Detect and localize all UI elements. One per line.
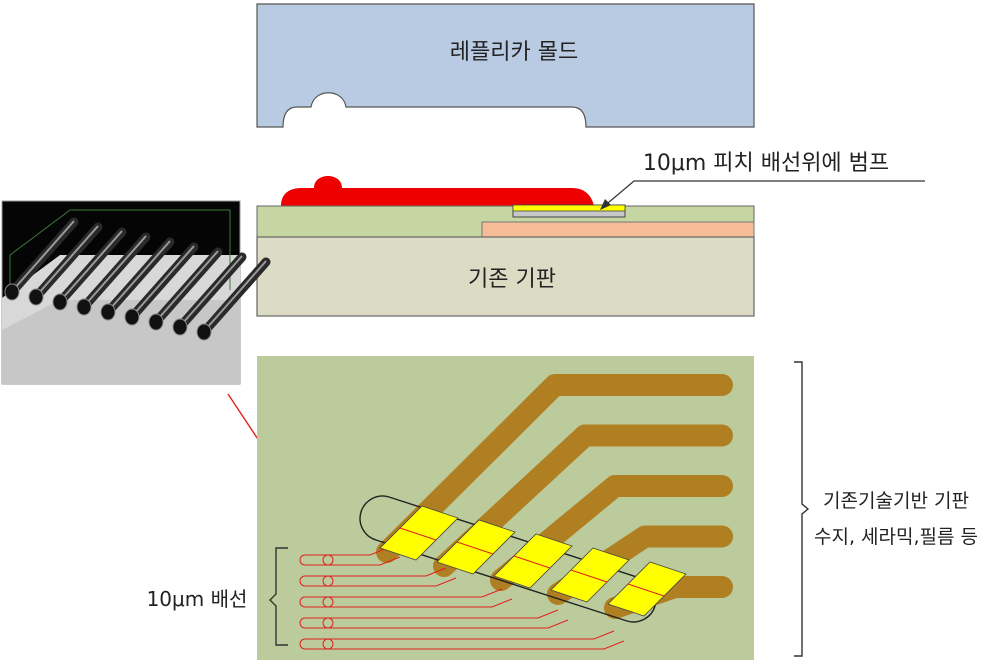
fine-wire xyxy=(299,546,401,566)
micrograph-bump xyxy=(4,283,20,301)
bump-leader-line xyxy=(601,180,925,209)
bump-pad-yellow xyxy=(607,561,687,617)
fine-wire xyxy=(299,588,513,608)
micrograph-image xyxy=(1,200,271,385)
bump-label: 10μm 피치 배선위에 범프 xyxy=(643,151,889,176)
fine-wire xyxy=(299,567,457,587)
copper-layer xyxy=(481,221,755,238)
bump-resin-layer xyxy=(281,176,594,206)
micrograph-bump xyxy=(52,293,68,311)
bump-pad-yellow xyxy=(436,519,516,575)
bump-leader-arrowhead xyxy=(600,199,611,210)
right-brace xyxy=(794,361,810,657)
fine-wire xyxy=(299,630,625,650)
base-label-line1: 기존기술기반 기판 xyxy=(823,490,969,512)
conductor-trace xyxy=(376,374,733,563)
conductor-trace xyxy=(433,424,733,577)
left-brace xyxy=(269,547,288,646)
micrograph-bump xyxy=(172,318,188,336)
bump-pad-yellow xyxy=(493,533,573,589)
micrograph-bump xyxy=(100,303,116,321)
micrograph-bump xyxy=(148,313,164,331)
bump-pad-top xyxy=(512,204,626,212)
bump-pad-yellow xyxy=(379,505,459,561)
wiring-label: 10μm 배선 xyxy=(147,587,248,611)
substrate-label: 기존 기판 xyxy=(468,267,556,292)
micrograph-bump xyxy=(124,308,140,326)
bump-pad-yellow xyxy=(550,547,630,603)
micrograph-bump xyxy=(28,288,44,306)
micrograph-bump xyxy=(76,298,92,316)
substrate xyxy=(256,236,755,317)
base-label-line2: 수지, 세라믹,필름 등 xyxy=(814,526,978,548)
micrograph-bump xyxy=(196,323,212,341)
replica-mold xyxy=(256,3,755,128)
fine-wire xyxy=(299,609,569,629)
mold-label: 레플리카 몰드 xyxy=(450,40,578,65)
